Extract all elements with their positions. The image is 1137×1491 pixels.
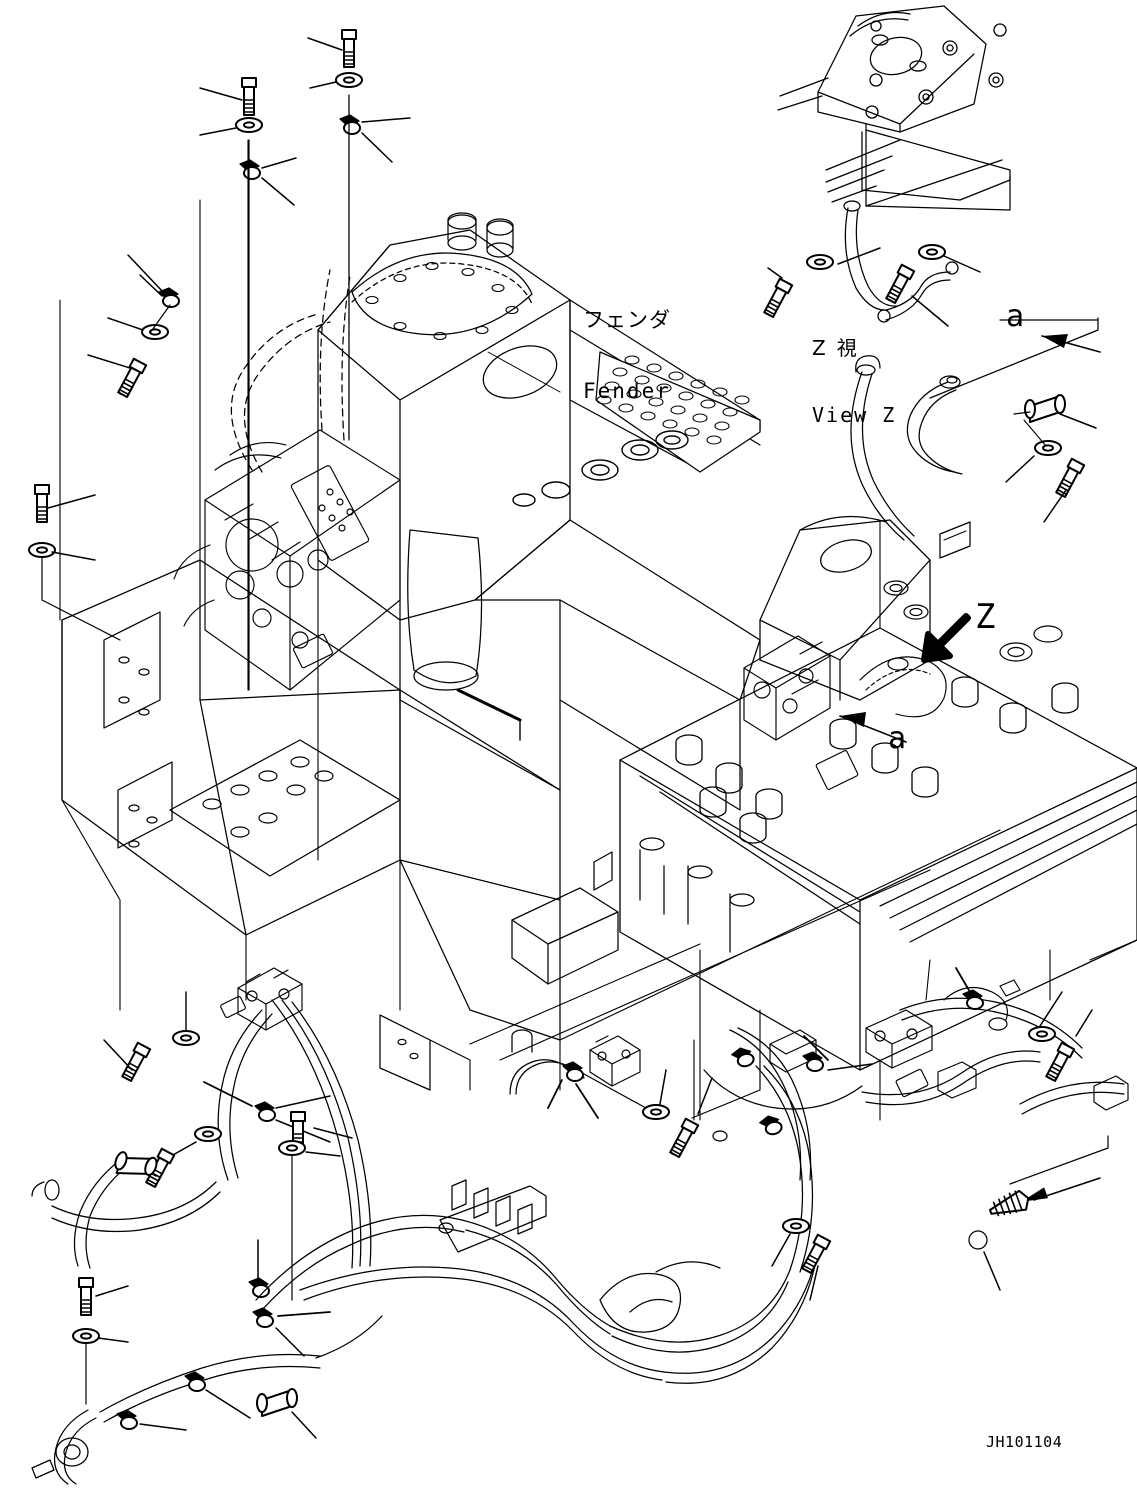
fender-label: フェンダ Fender [583, 262, 671, 450]
bottom-left-hose-hardware [31, 1239, 383, 1485]
projection-lines [59, 94, 1137, 1121]
hardware-mid-left [28, 484, 121, 641]
section-callout-a-right: a [1006, 299, 1025, 334]
section-callout-a-middle: a [888, 721, 907, 756]
section-a-arrow-right [1041, 334, 1101, 353]
view-z-label: Z視 View Z [812, 292, 896, 471]
lower-right-hardware [691, 967, 1129, 1301]
view-z-arrow [921, 613, 971, 663]
view-z-marker: Z [975, 597, 996, 637]
hardware-upper-left [87, 254, 180, 399]
fender-label-jp: フェンダ [583, 308, 671, 333]
fender-body-assembly [173, 212, 761, 811]
left-frame-rail [61, 559, 755, 1091]
view-z-label-jp: Z視 [812, 335, 868, 360]
drawing-number: JH101104 [986, 1433, 1063, 1451]
lower-left-hose-hardware [31, 967, 372, 1301]
view-z-label-en: View Z [812, 402, 897, 427]
view-z-detail [761, 5, 1011, 327]
hardware-top-left [199, 29, 411, 691]
bottom-hose-bundle [255, 1027, 821, 1384]
center-clamp-hardware [509, 1029, 713, 1159]
fender-label-en: Fender [583, 378, 671, 403]
section-a-arrow-middle [839, 712, 907, 743]
right-hose-hardware [906, 317, 1099, 523]
